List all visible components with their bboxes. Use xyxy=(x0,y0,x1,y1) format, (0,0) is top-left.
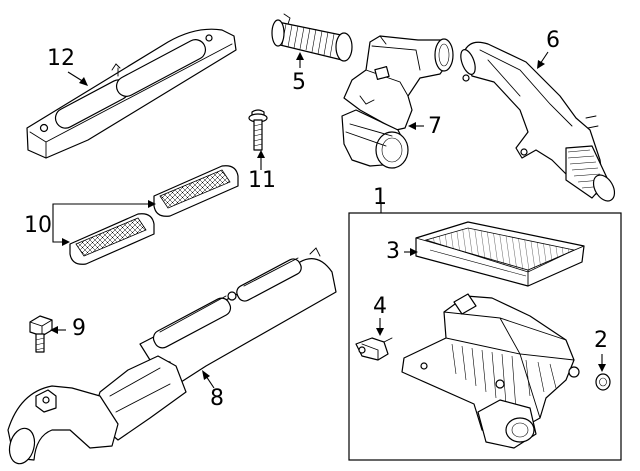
callout-9: 9 xyxy=(72,316,86,341)
callout-12: 12 xyxy=(47,46,75,71)
callout-11: 11 xyxy=(248,168,276,193)
part-11-bolt xyxy=(248,109,268,151)
callout-2: 2 xyxy=(594,328,608,353)
callout-7: 7 xyxy=(428,114,442,139)
part-2-grommet xyxy=(595,373,611,391)
part-9-fastener xyxy=(29,315,53,353)
part-4-sensor xyxy=(355,337,393,361)
callout-4: 4 xyxy=(373,294,387,319)
part-12-cover-plate xyxy=(26,28,237,159)
part-5-hose xyxy=(271,13,353,62)
part-10-screen-upper xyxy=(153,165,239,217)
assembly-1-frame xyxy=(348,212,622,461)
callout-5: 5 xyxy=(292,70,306,95)
callout-8: 8 xyxy=(210,386,224,411)
part-7-resonator xyxy=(341,35,454,169)
callout-6: 6 xyxy=(546,28,560,53)
part-10-screen-lower xyxy=(69,213,155,265)
part-8-inlet-duct xyxy=(7,247,337,465)
part-3-air-filter xyxy=(415,221,585,287)
callout-1: 1 xyxy=(373,185,387,210)
callout-3: 3 xyxy=(386,239,400,264)
air-box-housing xyxy=(401,293,580,449)
leader-lines xyxy=(50,51,606,389)
part-6-outlet-tube xyxy=(460,41,616,202)
callout-10: 10 xyxy=(24,213,52,238)
